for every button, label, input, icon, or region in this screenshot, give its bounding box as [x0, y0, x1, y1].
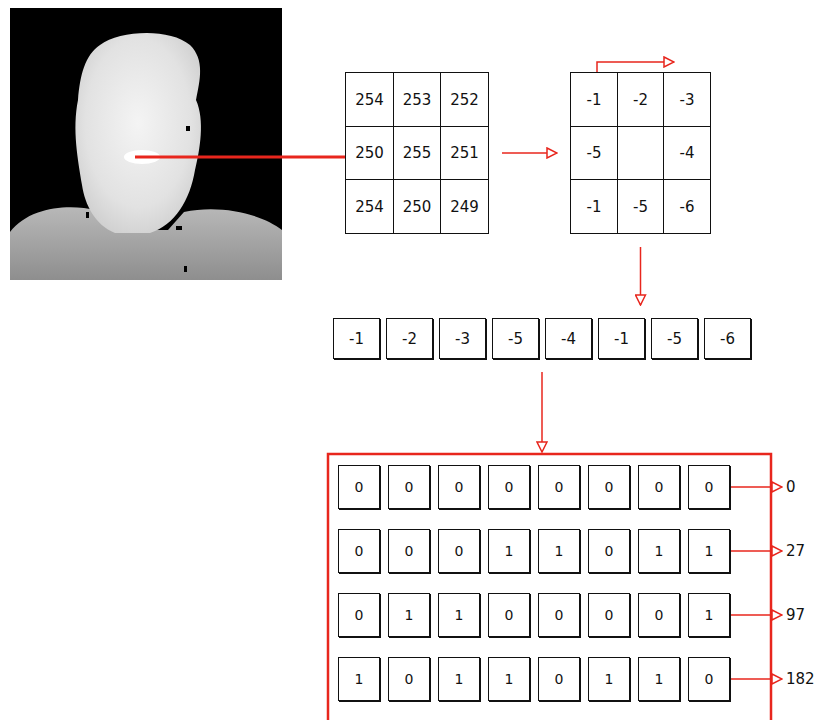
matrix-cell: 254	[345, 179, 394, 234]
bit-cell: 0	[438, 529, 480, 573]
matrix-cell: -6	[663, 179, 711, 234]
binary-code-row: 00011011	[338, 529, 730, 573]
vector-cell: -2	[386, 318, 433, 359]
bit-cell: 0	[338, 593, 380, 637]
code-value: 97	[786, 606, 805, 624]
bit-cell: 0	[588, 465, 630, 509]
bit-cell: 0	[538, 593, 580, 637]
bit-cell: 1	[488, 657, 530, 701]
flow-arrow	[502, 152, 557, 154]
bit-cell: 1	[438, 657, 480, 701]
matrix-cell: -2	[617, 72, 665, 127]
bit-cell: 0	[488, 593, 530, 637]
bit-cell: 1	[588, 657, 630, 701]
result-arrow	[731, 486, 782, 488]
bit-cell: 0	[538, 657, 580, 701]
matrix-cell: -5	[617, 179, 665, 234]
bit-cell: 1	[438, 593, 480, 637]
binary-group-frame	[328, 454, 771, 720]
matrix-cell: -1	[570, 72, 618, 127]
matrix-cell: 249	[440, 179, 489, 234]
code-value: 182	[786, 670, 815, 688]
matrix-cell: -1	[570, 179, 618, 234]
binary-code-row: 00000000	[338, 465, 730, 509]
matrix-cell: 253	[393, 72, 442, 127]
pixel-grid: 254253252250255251254250249	[345, 72, 489, 234]
vector-cell: -1	[333, 318, 380, 359]
bit-cell: 0	[588, 529, 630, 573]
matrix-cell: 251	[440, 126, 489, 181]
matrix-cell: 254	[345, 72, 394, 127]
bit-cell: 0	[688, 657, 730, 701]
matrix-cell: 252	[440, 72, 489, 127]
difference-grid: -1-2-3-5-4-1-5-6	[570, 72, 711, 234]
depth-image	[10, 8, 282, 280]
bit-cell: 0	[388, 529, 430, 573]
vector-cell: -1	[598, 318, 645, 359]
bit-cell: 0	[388, 657, 430, 701]
scan-order-arrow	[597, 62, 674, 72]
matrix-cell: 250	[345, 126, 394, 181]
matrix-cell: 250	[393, 179, 442, 234]
bit-cell: 0	[638, 465, 680, 509]
bit-cell: 0	[438, 465, 480, 509]
code-value: 27	[786, 542, 805, 560]
code-value: 0	[786, 478, 796, 496]
vector-cell: -5	[492, 318, 539, 359]
bit-cell: 0	[338, 465, 380, 509]
bit-cell: 0	[688, 465, 730, 509]
bit-cell: 1	[638, 657, 680, 701]
flow-arrow	[541, 372, 543, 452]
bit-cell: 0	[638, 593, 680, 637]
bit-cell: 0	[588, 593, 630, 637]
bit-cell: 1	[638, 529, 680, 573]
empty-cell	[617, 126, 665, 181]
binary-code-row: 01100001	[338, 593, 730, 637]
bit-cell: 1	[688, 593, 730, 637]
bit-cell: 1	[688, 529, 730, 573]
bit-cell: 1	[538, 529, 580, 573]
vector-cell: -6	[704, 318, 751, 359]
result-arrow	[731, 550, 782, 552]
matrix-cell: -5	[570, 126, 618, 181]
result-arrow	[731, 614, 782, 616]
bit-cell: 0	[488, 465, 530, 509]
vector-cell: -3	[439, 318, 486, 359]
difference-vector: -1-2-3-5-4-1-5-6	[333, 318, 751, 359]
bit-cell: 1	[338, 657, 380, 701]
binary-code-row: 10110110	[338, 657, 730, 701]
bit-cell: 0	[388, 465, 430, 509]
flow-arrow	[640, 247, 642, 305]
bit-cell: 0	[538, 465, 580, 509]
matrix-cell: -3	[663, 72, 711, 127]
bit-cell: 1	[488, 529, 530, 573]
bit-cell: 0	[338, 529, 380, 573]
vector-cell: -4	[545, 318, 592, 359]
result-arrow	[731, 678, 782, 680]
matrix-cell: 255	[393, 126, 442, 181]
matrix-cell: -4	[663, 126, 711, 181]
vector-cell: -5	[651, 318, 698, 359]
bit-cell: 1	[388, 593, 430, 637]
pointer-line	[135, 156, 345, 159]
